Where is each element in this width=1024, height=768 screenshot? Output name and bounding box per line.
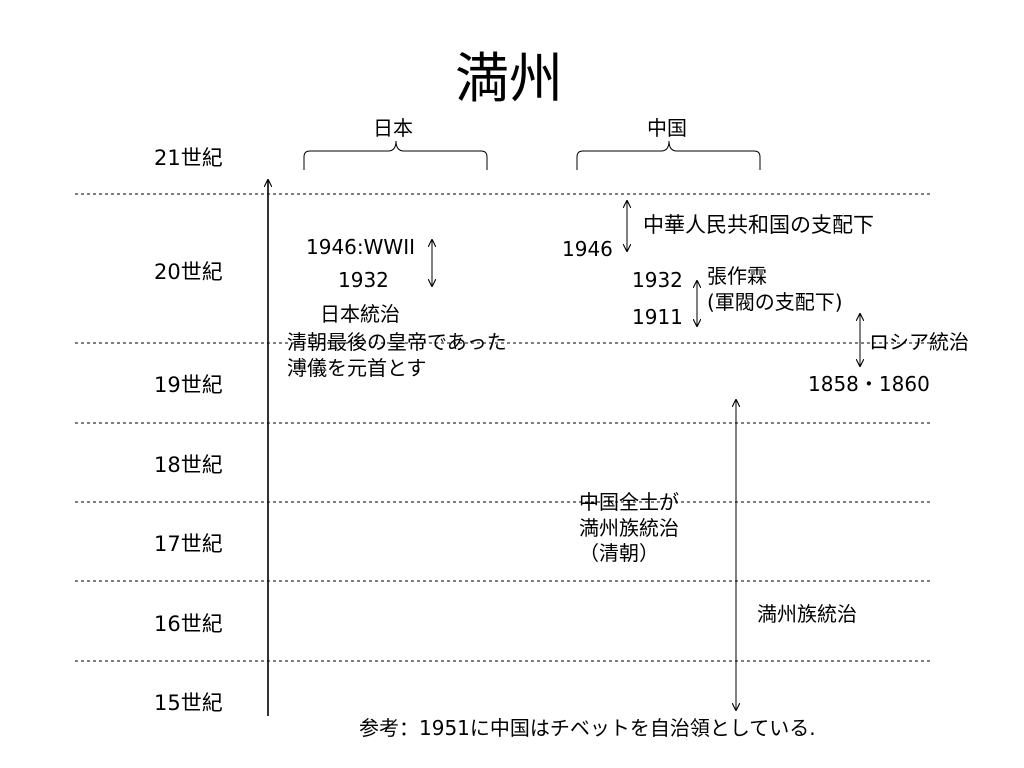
- column-header-japan: 日本: [373, 116, 413, 140]
- japan-year-1946: 1946:WWII: [306, 235, 415, 259]
- page-title: 満州: [455, 47, 563, 110]
- century-label: 17世紀: [154, 532, 223, 556]
- qing-rule-label: 中国全土が 満州族統治 （清朝）: [579, 490, 679, 566]
- japan-brace: [303, 140, 488, 170]
- china-year-1911: 1911: [632, 305, 683, 329]
- china-year-1946: 1946: [562, 237, 613, 261]
- manchu-rule-label: 満州族統治: [757, 602, 857, 626]
- footnote: 参考：1951に中国はチベットを自治領としている.: [359, 716, 816, 740]
- japan-rule-label: 日本統治: [320, 302, 400, 326]
- year-1858-1860: 1858・1860: [808, 372, 930, 396]
- prc-rule-label: 中華人民共和国の支配下: [643, 213, 874, 237]
- century-label: 15世紀: [154, 691, 223, 715]
- russia-rule-label: ロシア統治: [869, 330, 969, 354]
- century-label: 19世紀: [154, 373, 223, 397]
- japan-year-1932: 1932: [338, 268, 389, 292]
- warlord-rule-label: 張作霖 (軍閥の支配下): [707, 264, 843, 314]
- century-label: 20世紀: [154, 260, 223, 284]
- china-brace: [576, 140, 761, 170]
- china-year-1932: 1932: [632, 268, 683, 292]
- japan-puyi-note: 清朝最後の皇帝であった 溥儀を元首とす: [287, 330, 507, 380]
- century-label: 16世紀: [154, 612, 223, 636]
- column-header-china: 中国: [647, 116, 687, 140]
- century-label: 21世紀: [154, 146, 223, 170]
- century-label: 18世紀: [154, 453, 223, 477]
